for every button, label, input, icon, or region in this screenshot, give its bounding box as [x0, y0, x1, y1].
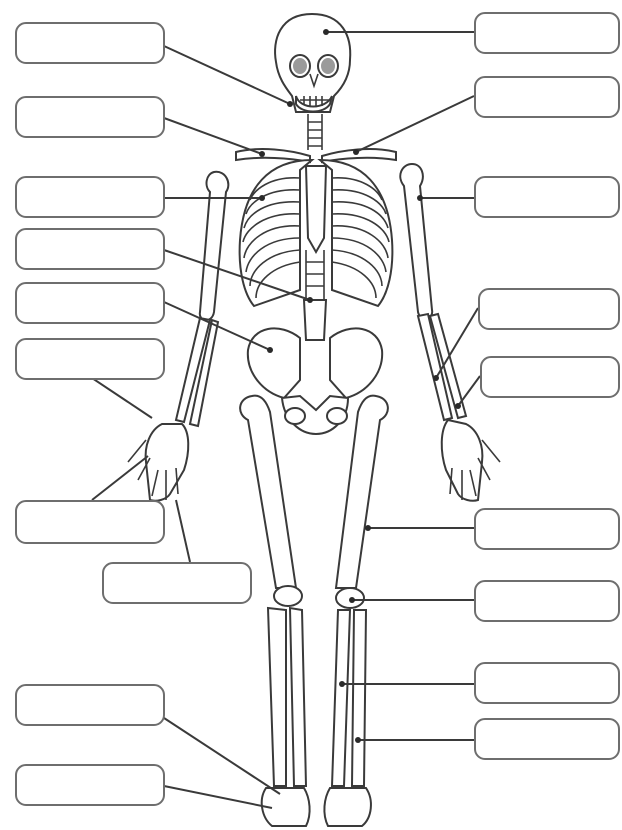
- label-box-right-9[interactable]: [474, 718, 620, 760]
- right-leg: [324, 396, 388, 826]
- label-box-left-5[interactable]: [15, 282, 165, 324]
- label-box-left-10[interactable]: [15, 764, 165, 806]
- label-box-right-3[interactable]: [474, 176, 620, 218]
- left-leg: [240, 396, 310, 826]
- label-box-left-9[interactable]: [15, 684, 165, 726]
- left-arm: [128, 172, 228, 501]
- label-box-right-8[interactable]: [474, 662, 620, 704]
- label-box-left-1[interactable]: [15, 22, 165, 64]
- label-box-left-7[interactable]: [15, 500, 165, 544]
- label-box-left-6[interactable]: [15, 338, 165, 380]
- label-box-right-1[interactable]: [474, 12, 620, 54]
- label-box-right-7[interactable]: [474, 580, 620, 622]
- skull: [275, 14, 350, 112]
- label-box-right-4[interactable]: [478, 288, 620, 330]
- label-box-left-3[interactable]: [15, 176, 165, 218]
- label-box-left-8[interactable]: [102, 562, 252, 604]
- label-box-right-2[interactable]: [474, 76, 620, 118]
- label-box-left-2[interactable]: [15, 96, 165, 138]
- label-box-right-6[interactable]: [474, 508, 620, 550]
- label-box-left-4[interactable]: [15, 228, 165, 270]
- label-box-right-5[interactable]: [480, 356, 620, 398]
